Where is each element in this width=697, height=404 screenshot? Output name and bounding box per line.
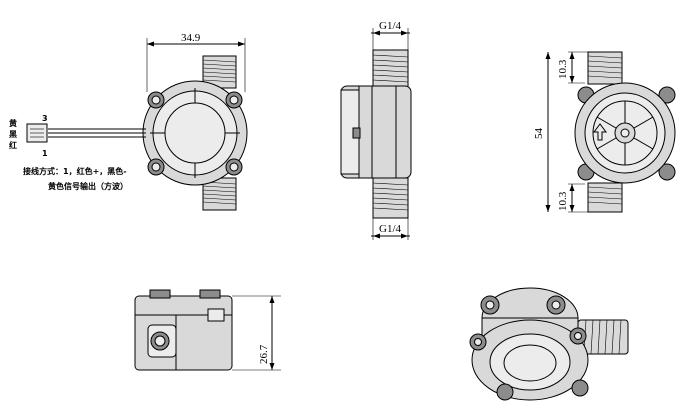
wiring-note-line2: 黄色信号输出（方波） [48, 181, 128, 191]
wire-red-label: 红 [9, 140, 17, 150]
side-cable-port [352, 127, 361, 139]
flow-direction-arrow-icon [593, 123, 607, 141]
isometric-view [469, 287, 629, 401]
wire-yellow-label: 黄 [9, 118, 17, 128]
side-view: G1/4 G1/4 [340, 20, 412, 240]
front-width-label: 34.9 [181, 32, 201, 44]
bottom-height-label: 26.7 [258, 344, 270, 364]
front-inner-ring [164, 102, 226, 164]
back-height-label: 54 [533, 128, 545, 140]
front-cable [48, 128, 146, 138]
side-thread-top-label: G1/4 [379, 20, 402, 32]
side-thread-bottom-label: G1/4 [379, 223, 402, 235]
wire-black-label: 黑 [9, 129, 17, 139]
back-bottom-thread-label: 10.3 [557, 191, 569, 211]
wiring-note-line1: 接线方式：1，红色+，黑色- [23, 166, 127, 176]
back-top-thread [587, 51, 623, 85]
impeller-rotor [592, 100, 658, 166]
front-screw-ears [147, 91, 243, 176]
pin-3-label: 3 [42, 114, 48, 123]
back-view: 10.3 54 10.3 [533, 51, 676, 213]
bottom-view: 26.7 [134, 289, 281, 371]
front-connector [26, 123, 48, 143]
back-top-thread-label: 10.3 [557, 59, 569, 79]
front-view: 34.9 [9, 32, 248, 211]
pin-1-label: 1 [42, 149, 48, 158]
